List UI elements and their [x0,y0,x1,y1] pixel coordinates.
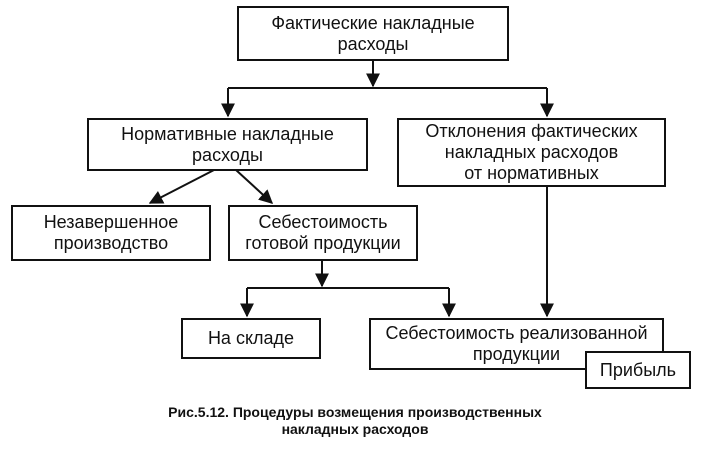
warehouse-box: На складе [181,318,321,359]
actual-overhead-box: Фактические накладные расходы [237,6,509,61]
arrow-to-finished-goods [235,169,274,204]
wip-box: Незавершенное производство [11,205,211,261]
finished-goods-cost-box: Себестоимость готовой продукции [228,205,418,261]
figure-caption: Рис.5.12. Процедуры возмещения производс… [168,404,542,437]
arrow-to-wip [148,169,215,204]
deviations-box: Отклонения фактических накладных расходо… [397,118,666,187]
profit-box: Прибыль [585,351,691,389]
normative-overhead-box: Нормативные накладные расходы [87,118,368,171]
